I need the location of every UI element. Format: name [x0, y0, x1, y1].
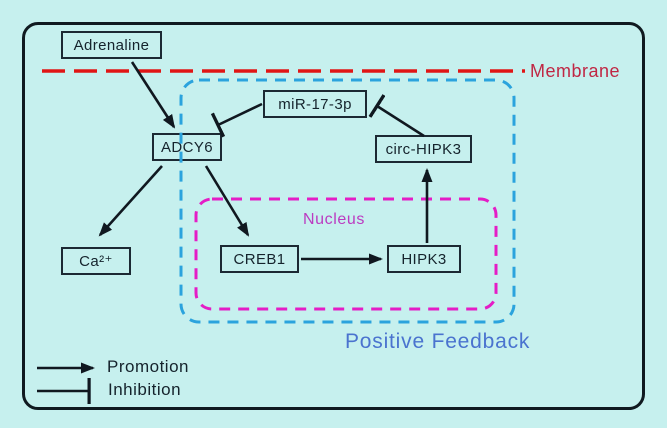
positive-feedback-label: Positive Feedback: [345, 330, 531, 353]
node-mir-17-3p-label: miR-17-3p: [278, 95, 352, 113]
node-creb1: CREB1: [220, 245, 299, 273]
node-mir-17-3p: miR-17-3p: [263, 90, 367, 118]
node-circ-hipk3: circ-HIPK3: [375, 135, 472, 163]
node-hipk3-label: HIPK3: [401, 250, 447, 268]
nucleus-label: Nucleus: [303, 211, 366, 228]
node-adrenaline: Adrenaline: [61, 31, 162, 59]
outer-frame: [22, 22, 645, 410]
node-creb1-label: CREB1: [233, 250, 286, 268]
legend-inhibition-label: Inhibition: [108, 380, 182, 399]
membrane-label: Membrane: [530, 61, 621, 81]
node-ca2plus-label: Ca²⁺: [79, 253, 113, 270]
node-ca2plus: Ca²⁺: [61, 247, 131, 275]
node-adcy6-label: ADCY6: [160, 138, 214, 156]
node-hipk3: HIPK3: [387, 245, 461, 273]
node-adcy6: ADCY6: [152, 133, 222, 161]
legend-promotion-label: Promotion: [107, 357, 189, 376]
node-adrenaline-label: Adrenaline: [73, 36, 150, 54]
node-circ-hipk3-label: circ-HIPK3: [385, 140, 462, 158]
